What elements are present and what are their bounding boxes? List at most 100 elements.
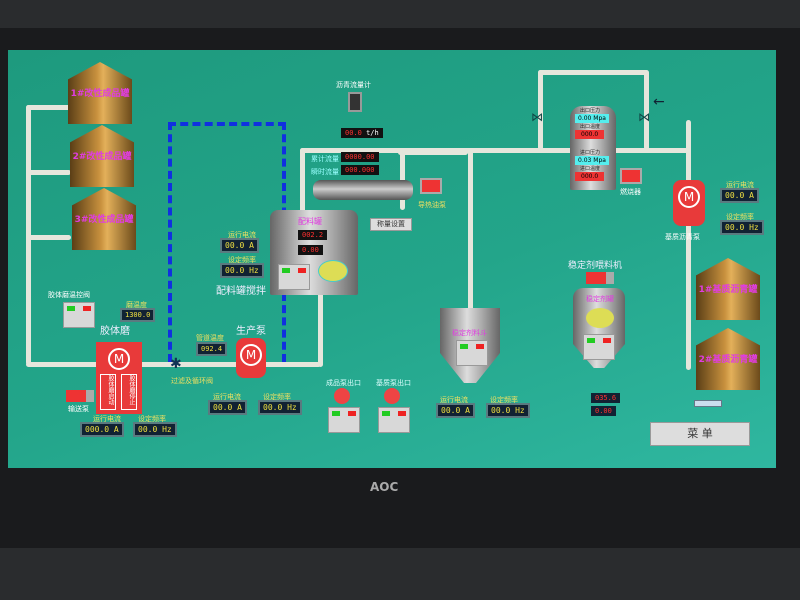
feeder-label: 输送泵: [68, 405, 89, 413]
arrow-left-icon: ←: [653, 94, 665, 110]
menu-button[interactable]: 菜 单: [650, 422, 750, 446]
stabilizer-feeder-label: 稳定剂喂料机: [568, 261, 623, 271]
flow-value: 00.0 t/h: [341, 128, 383, 138]
mix-tank-control[interactable]: [278, 264, 310, 290]
valve-icon[interactable]: ⋈: [531, 110, 543, 124]
freq-label: 设定频率: [138, 415, 166, 423]
base-tank-1[interactable]: 1#基质沥青罐: [696, 258, 760, 320]
flowmeter-label: 沥青流量计: [336, 81, 371, 89]
mill-current-value: 000.0 A: [80, 422, 124, 437]
instant-flow-label: 瞬时流量: [311, 168, 339, 176]
in-press-label: 进口压力: [580, 150, 601, 156]
current-label: 运行电流: [228, 231, 256, 239]
tank-label: 3#改性成品罐: [74, 215, 134, 225]
burner-icon[interactable]: [620, 168, 642, 184]
mill-freq-value[interactable]: 00.0 Hz: [133, 422, 177, 437]
pipe: [398, 150, 468, 155]
pump-freq-value[interactable]: 00.0 Hz: [258, 400, 302, 415]
scroll-control[interactable]: [694, 400, 722, 407]
total-flow-value: 0000.00: [341, 152, 379, 162]
colloid-mill[interactable]: M 胶体磨启动 胶体磨停止: [96, 342, 142, 414]
pump-current-value: 00.0 A: [208, 400, 247, 415]
tank-label: 1#改性成品罐: [70, 89, 130, 99]
pipe: [26, 362, 321, 367]
motor-icon: M: [108, 348, 130, 370]
pipe: [538, 70, 648, 75]
stabilizer-control[interactable]: [583, 334, 615, 360]
in-temp-label: 进口温度: [580, 166, 601, 172]
valve-icon[interactable]: ⋈: [638, 110, 650, 124]
flow-unit: t/h: [366, 129, 379, 137]
hopper-current-value: 00.0 A: [436, 403, 475, 418]
feeder-pump-icon[interactable]: [66, 390, 94, 402]
in-temp-value: 000.0: [575, 172, 605, 181]
current-label: 运行电流: [93, 415, 121, 423]
freq-label: 设定频率: [490, 396, 518, 404]
heat-pump-label: 导热油泵: [418, 201, 446, 209]
total-flow-label: 累计流量: [311, 155, 339, 163]
heat-exchanger: [313, 180, 413, 200]
out-temp-label: 出口温度: [580, 124, 601, 130]
mill-stop-button[interactable]: 胶体磨停止: [121, 374, 137, 410]
stabilizer-value1: 035.6: [591, 393, 621, 403]
burner-label: 燃烧器: [620, 188, 641, 196]
hopper-freq-value[interactable]: 00.0 Hz: [486, 403, 530, 418]
pipe: [300, 148, 305, 228]
mill-temp-value: 1300.0: [120, 308, 156, 322]
mix-freq-value[interactable]: 00.0 Hz: [220, 263, 264, 278]
tank-label: 2#改性成品罐: [72, 152, 132, 162]
freq-label: 设定频率: [263, 393, 291, 401]
pipe: [300, 148, 690, 153]
out-temp-value: 000.0: [575, 130, 605, 139]
status-lamp: [334, 388, 350, 404]
mill-start-button[interactable]: 胶体磨启动: [100, 374, 116, 410]
flowmeter-icon: [348, 92, 362, 112]
product-tank-2[interactable]: 2#改性成品罐: [70, 125, 134, 187]
pipe: [644, 70, 649, 150]
agitator-icon: [318, 260, 348, 282]
mill-valve-label: 胶体磨温控阀: [48, 291, 90, 299]
pipe: [26, 170, 71, 175]
lamp-label: 基质泵出口: [376, 379, 411, 387]
base-tank-2[interactable]: 2#基质沥青罐: [696, 328, 760, 390]
pipe: [538, 70, 543, 150]
mill-valve-control[interactable]: [63, 302, 95, 328]
mix-agitator-label: 配料罐搅拌: [216, 286, 266, 297]
product-tank-1[interactable]: 1#改性成品罐: [68, 62, 132, 124]
status-lamp: [384, 388, 400, 404]
tank-label: 2#基质沥青罐: [698, 355, 758, 365]
stabilizer-tank-label: 稳定剂罐: [586, 295, 614, 303]
filter-valve-icon[interactable]: ✱: [170, 356, 182, 372]
lamp-label: 成品泵出口: [326, 379, 361, 387]
freq-label: 设定频率: [726, 213, 754, 221]
tank-label: 1#基质沥青罐: [698, 285, 758, 295]
hmi-screen: ⋈ ⋈ ← 1#改性成品罐 2#改性成品罐 3#改性成品罐 沥青流量计 00.0…: [8, 50, 776, 468]
in-press-value: 0.03 Mpa: [575, 156, 609, 165]
base-asphalt-pump[interactable]: M: [673, 180, 705, 226]
pipe: [468, 150, 473, 320]
out-press-label: 出口压力: [580, 108, 601, 114]
hopper-label: 稳定剂料斗: [452, 329, 487, 337]
feeder-motor-icon[interactable]: [586, 272, 614, 284]
weigh-settings-button[interactable]: 称量设置: [370, 218, 412, 231]
hopper-control[interactable]: [456, 340, 488, 366]
current-label: 运行电流: [726, 181, 754, 189]
pump-icon[interactable]: [420, 178, 442, 194]
lamp-control[interactable]: [328, 407, 360, 433]
motor-icon: M: [240, 344, 262, 366]
base-pump-label: 基质沥青泵: [665, 233, 700, 241]
production-pump-label: 生产泵: [236, 326, 266, 337]
product-tank-3[interactable]: 3#改性成品罐: [72, 188, 136, 250]
pipe: [26, 105, 71, 110]
current-label: 运行电流: [440, 396, 468, 404]
base-pump-current: 00.0 A: [720, 188, 759, 203]
pipe: [26, 235, 71, 240]
production-pump[interactable]: M: [236, 338, 266, 378]
instant-flow-value: 000.000: [341, 165, 379, 175]
mix-tank-value2: 0.00: [298, 245, 323, 255]
mix-tank-name: 配料罐: [298, 217, 322, 226]
pipe-temp-label: 管道温度: [196, 334, 224, 342]
base-pump-freq[interactable]: 00.0 Hz: [720, 220, 764, 235]
lamp-control[interactable]: [378, 407, 410, 433]
agitator-icon: [586, 308, 614, 328]
